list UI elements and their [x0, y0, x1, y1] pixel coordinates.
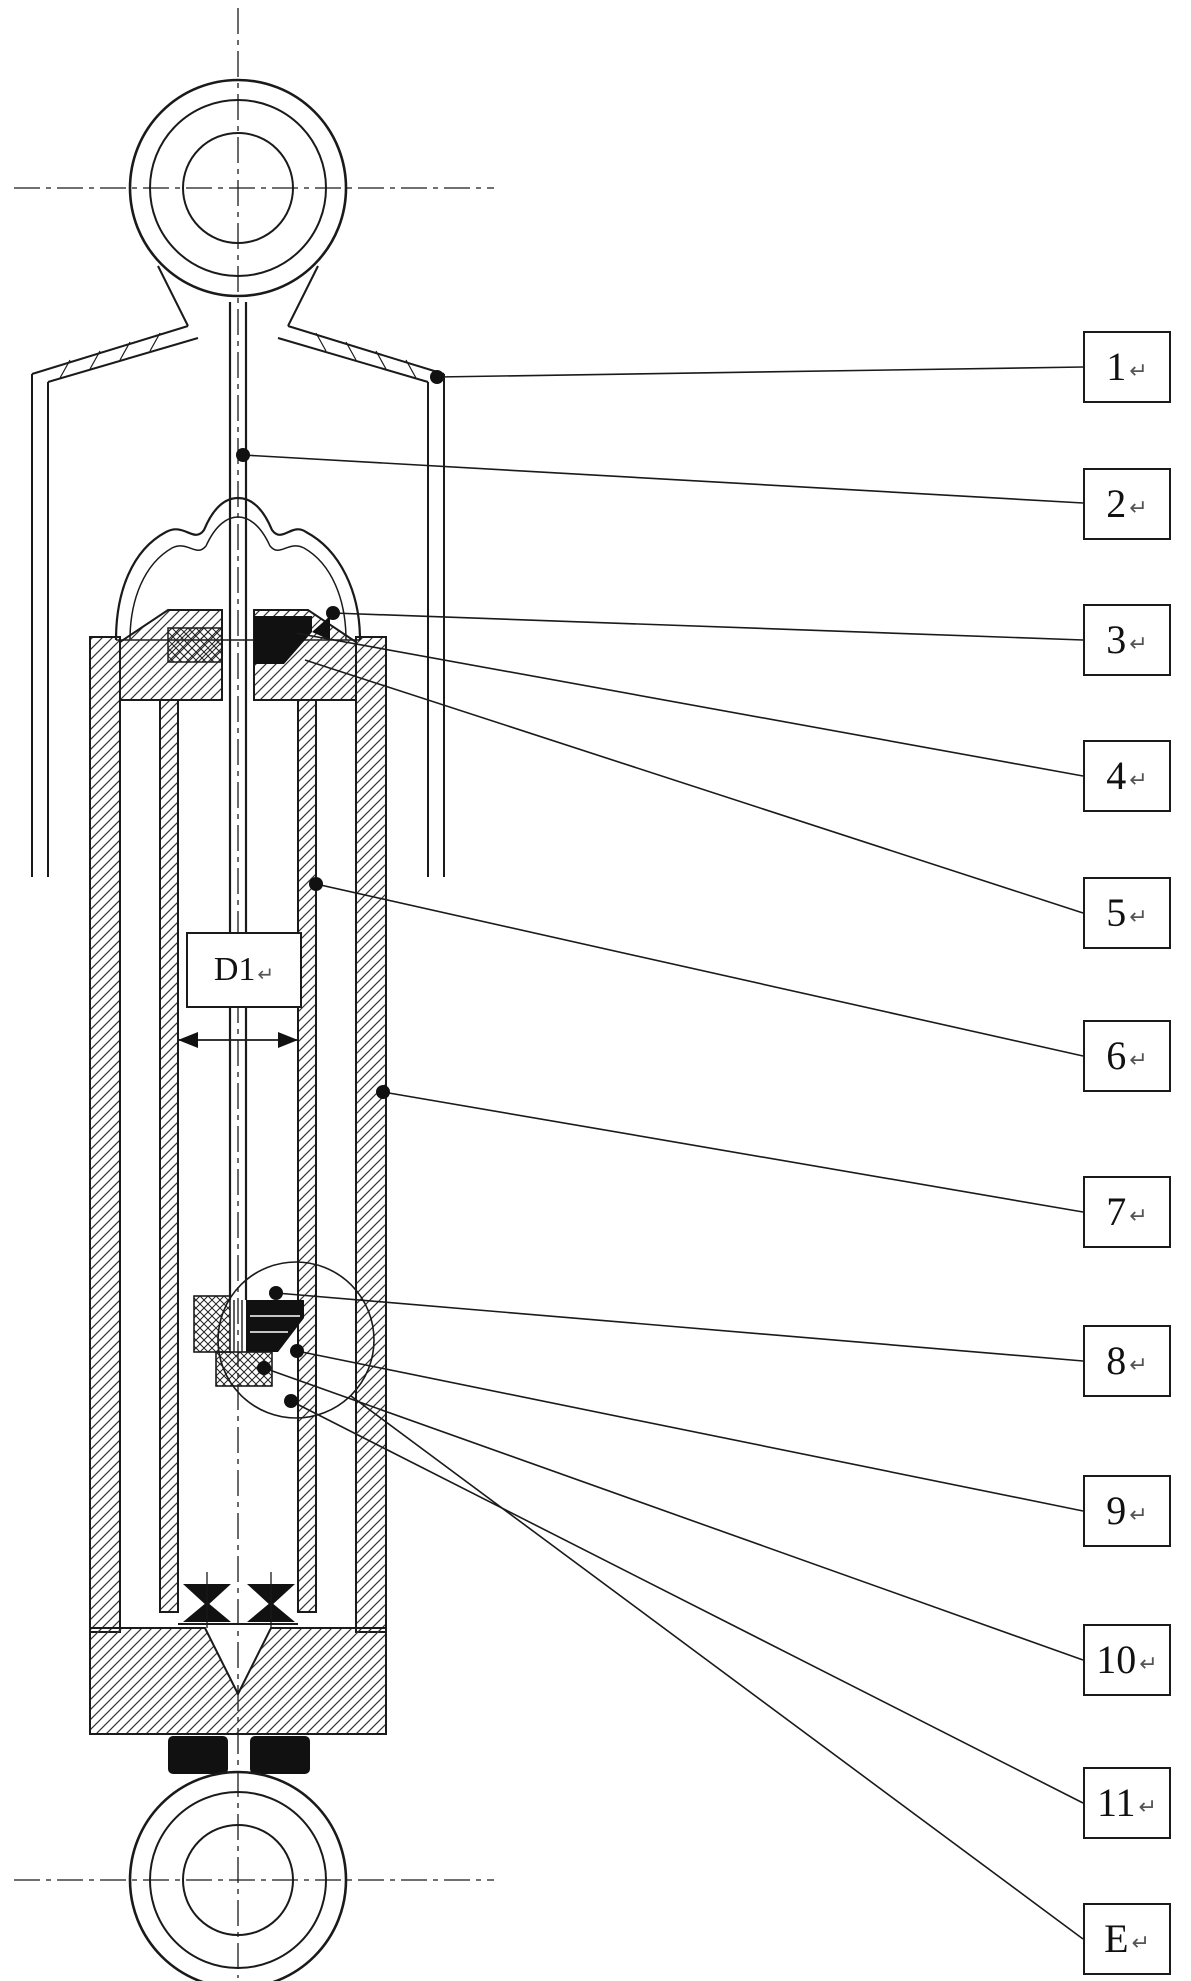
leader-10: [263, 1367, 1084, 1661]
dimension-arrow-D1: [178, 1032, 298, 1048]
detail-circle-E: [217, 1261, 375, 1419]
return-mark-10: ↵: [1139, 1652, 1158, 1677]
callout-box-3: 3↵: [1083, 604, 1171, 676]
callout-label-10: 10: [1096, 1637, 1137, 1682]
base-valve-assembly: [178, 1572, 298, 1628]
leader-E: [350, 1395, 1084, 1940]
callout-label-7: 7: [1106, 1189, 1127, 1234]
leader-1: [436, 366, 1084, 378]
callout-box-9: 9↵: [1083, 1475, 1171, 1547]
callout-box-1: 1↵: [1083, 331, 1171, 403]
reserve-tube: [89, 636, 387, 1633]
return-mark-2: ↵: [1129, 496, 1148, 521]
bottom-cap: [89, 1627, 387, 1735]
leader-dots: [236, 370, 444, 1408]
piston-rod: [228, 302, 248, 1352]
callout-box-11: 11↵: [1083, 1767, 1171, 1839]
leader-lines: [242, 366, 1084, 1940]
return-mark-9: ↵: [1129, 1503, 1148, 1528]
dimension-label-box: D1↵: [186, 932, 302, 1008]
shoulder-section-ticks: [59, 332, 417, 379]
leader-4: [289, 631, 1084, 777]
return-mark-8: ↵: [1129, 1353, 1148, 1378]
callout-label-8: 8: [1106, 1338, 1127, 1383]
leader-7: [382, 1091, 1084, 1213]
return-mark-11: ↵: [1138, 1795, 1157, 1820]
return-mark-4: ↵: [1129, 768, 1148, 793]
dimension-label: D1: [213, 951, 256, 988]
callout-box-4: 4↵: [1083, 740, 1171, 812]
top-eye-mount: [128, 78, 348, 327]
callout-label-1: 1: [1106, 344, 1127, 389]
callout-label-4: 4: [1106, 753, 1127, 798]
callout-label-6: 6: [1106, 1033, 1127, 1078]
callout-label-5: 5: [1106, 890, 1127, 935]
callout-box-8: 8↵: [1083, 1325, 1171, 1397]
leader-11: [290, 1400, 1084, 1804]
leader-8: [275, 1292, 1084, 1362]
callout-label-11: 11: [1097, 1780, 1136, 1825]
rod-seal-packing: [167, 627, 223, 663]
return-mark-3: ↵: [1129, 632, 1148, 657]
callout-box-5: 5↵: [1083, 877, 1171, 949]
callout-box-6: 6↵: [1083, 1020, 1171, 1092]
leader-5: [304, 659, 1084, 914]
leader-9: [296, 1350, 1084, 1512]
return-mark-7: ↵: [1129, 1204, 1148, 1229]
dust-cover-shell: [31, 325, 445, 877]
piston-retainer: [193, 1295, 231, 1353]
callout-label-E: E: [1104, 1916, 1129, 1961]
leader-2: [242, 454, 1084, 504]
callout-label-3: 3: [1106, 617, 1127, 662]
callout-box-E: E↵: [1083, 1903, 1171, 1975]
piston-valve-discs: [246, 1300, 304, 1352]
return-mark-E: ↵: [1131, 1931, 1150, 1956]
leader-3: [332, 612, 1084, 641]
callout-label-9: 9: [1106, 1488, 1127, 1533]
leader-6: [315, 883, 1084, 1057]
piston-assembly: [193, 1261, 375, 1419]
callout-label-2: 2: [1106, 481, 1127, 526]
callout-box-7: 7↵: [1083, 1176, 1171, 1248]
return-mark-6: ↵: [1129, 1048, 1148, 1073]
bottom-eye-mount: [128, 1770, 348, 1981]
inner-cylinder: [159, 699, 317, 1613]
rod-guide-and-seal-assembly: [114, 496, 362, 701]
oil-seal: [254, 616, 312, 664]
callout-box-10: 10↵: [1083, 1624, 1171, 1696]
return-mark-5: ↵: [1129, 905, 1148, 930]
return-mark-1: ↵: [1129, 359, 1148, 384]
callout-box-2: 2↵: [1083, 468, 1171, 540]
bump-stops: [168, 1736, 310, 1774]
dimension-return-mark: ↵: [257, 962, 275, 986]
centerlines: [14, 8, 494, 1978]
